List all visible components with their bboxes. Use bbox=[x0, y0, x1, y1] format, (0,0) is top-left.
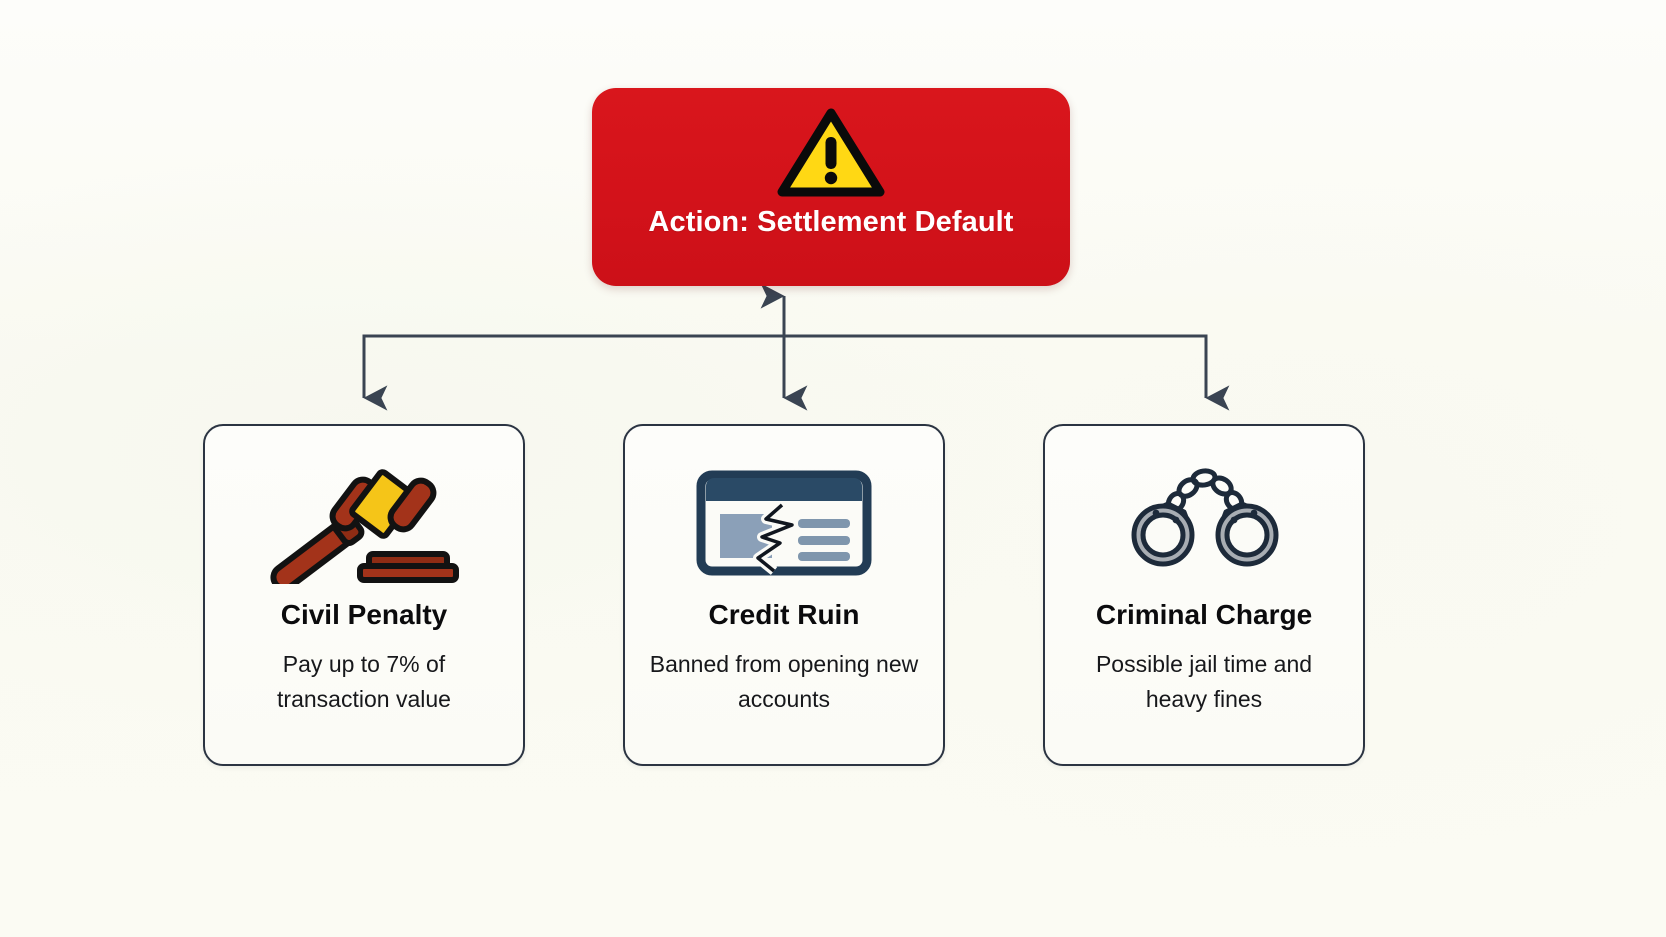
outcome-card-credit-ruin[interactable]: Credit Ruin Banned from opening new acco… bbox=[623, 424, 945, 766]
warning-triangle-icon bbox=[777, 108, 885, 197]
handcuffs-icon bbox=[1131, 468, 1279, 567]
card-description: Possible jail time and heavy fines bbox=[1095, 650, 1313, 712]
card-description: Pay up to 7% of transaction value bbox=[277, 650, 451, 712]
outcome-card-civil-penalty[interactable]: Civil Penalty Pay up to 7% of transactio… bbox=[203, 424, 525, 766]
alert-banner: Action: Settlement Default bbox=[592, 88, 1070, 286]
card-description: Banned from opening new accounts bbox=[649, 650, 919, 712]
alert-title: Action: Settlement Default bbox=[648, 206, 1014, 238]
card-title: Civil Penalty bbox=[280, 599, 448, 630]
gavel-icon bbox=[270, 469, 459, 584]
outcome-card-criminal-charge[interactable]: Criminal Charge Possible jail time and h… bbox=[1043, 424, 1365, 766]
card-icon-slot bbox=[1106, 458, 1302, 584]
card-title: Credit Ruin bbox=[708, 599, 860, 630]
card-icon-slot bbox=[696, 458, 872, 584]
card-icon-slot bbox=[264, 458, 464, 584]
card-title: Criminal Charge bbox=[1095, 599, 1313, 630]
cracked-credit-card-icon bbox=[696, 470, 872, 576]
